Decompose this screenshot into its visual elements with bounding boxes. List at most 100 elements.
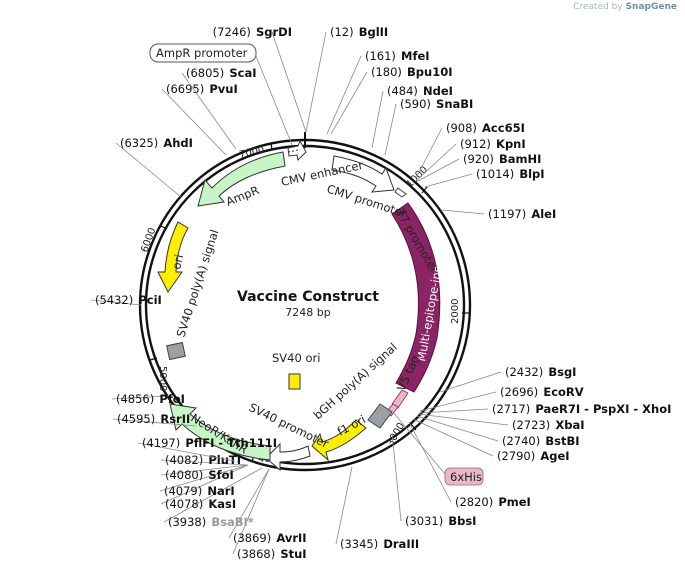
site-label-pcii: (5432) PciI <box>95 289 162 308</box>
site-label-paer7i-pspxi-xhoi: (2717) PaeR7I - PspXI - XhoI <box>492 398 671 417</box>
site-position-pcii: (5432) <box>95 293 133 307</box>
site-label-avrii: (3869) AvrII <box>233 527 307 546</box>
site-name-paer7i-pspxi-xhoi: PaeR7I - PspXI - XhoI <box>535 402 671 416</box>
site-name-bstbi: BstBI <box>545 434 579 448</box>
site-position-bsabi: (3938) <box>168 515 206 529</box>
bgh-polya-box <box>367 403 393 429</box>
site-label-bsgi: (2432) BsgI <box>505 361 576 380</box>
site-name-sfoi: SfoI <box>208 468 233 482</box>
site-name-sgrdi: SgrDI <box>256 25 292 39</box>
site-label-agei: (2790) AgeI <box>497 445 570 464</box>
site-position-avrii: (3869) <box>233 531 271 545</box>
site-position-ahdi: (6325) <box>120 136 158 150</box>
site-leader-bsabi <box>163 467 263 523</box>
ampr-arrow <box>197 151 286 207</box>
site-leader-draiii <box>335 466 353 545</box>
site-label-draiii: (3345) DraIII <box>340 533 419 552</box>
site-label-bstbi: (2740) BstBI <box>502 430 580 449</box>
site-position-bpu10i: (180) <box>371 65 402 79</box>
site-label-stui: (3868) StuI <box>237 543 307 562</box>
site-position-agei: (2790) <box>497 449 535 463</box>
site-label-acc65i: (908) Acc65I <box>446 117 525 136</box>
site-leader-paer7i-pspxi-xhoi <box>418 408 489 414</box>
site-label-pvui: (6695) PvuI <box>166 78 238 97</box>
site-leader-ecorv <box>419 391 497 412</box>
site-label-nari: (4079) NarI <box>164 480 235 499</box>
site-label-pluti: (4082) PluTI <box>165 449 241 468</box>
plasmid-name: Vaccine Construct <box>237 289 379 305</box>
site-label-bsabi: (3938) BsaBI* <box>168 511 254 530</box>
site-name-scai: ScaI <box>229 66 256 80</box>
site-name-blpi: BlpI <box>519 167 544 181</box>
site-leader-blpi <box>424 173 473 188</box>
site-position-bstbi: (2740) <box>502 434 540 448</box>
site-leader-pfoi <box>111 395 169 400</box>
site-label-rsrii: (4595) RsrII <box>117 408 190 427</box>
site-name-ahdi: AhdI <box>163 136 193 150</box>
site-name-acc65i: Acc65I <box>482 121 525 135</box>
site-label-sgrdi: (7246) SgrDI <box>213 21 292 40</box>
site-leader-bglii <box>305 31 327 133</box>
site-name-bglii: BglII <box>359 25 389 39</box>
sv40-polya-box <box>166 341 186 361</box>
site-position-pvui: (6695) <box>166 82 204 96</box>
site-position-bbsi: (3031) <box>405 514 443 528</box>
site-leader-sfoi <box>160 464 249 476</box>
f1-ori-arrow <box>311 419 367 462</box>
site-leader-bsgi <box>439 371 502 393</box>
6xhis-label-box <box>444 467 484 486</box>
site-label-ndei: (484) NdeI <box>387 80 453 99</box>
tick-5000 <box>149 357 158 361</box>
tick-3000 <box>410 423 417 431</box>
credit-brand: SnapGene <box>625 2 677 12</box>
site-label-kasi: (4078) KasI <box>165 493 236 512</box>
site-name-kasi: KasI <box>208 497 236 511</box>
multi-epitope-insert-arrow <box>391 202 441 393</box>
ori-arrow <box>157 221 189 293</box>
site-position-paer7i-pspxi-xhoi: (2717) <box>492 402 530 416</box>
neor-kanr-arrow <box>169 403 271 461</box>
site-label-scai: (6805) ScaI <box>186 62 256 81</box>
site-leader-pflfi-tth111i <box>137 442 236 462</box>
site-position-kpni: (912) <box>460 137 491 151</box>
tick-7000 <box>270 142 273 151</box>
site-name-pflfi-tth111i: PflFI - Tth111I <box>185 436 277 450</box>
v5-tag-marker <box>391 389 409 409</box>
site-name-bamhi: BamHI <box>499 152 541 166</box>
site-leader-sgrdi <box>271 31 307 133</box>
cmv-enhancer-label: CMV enhancer <box>280 158 365 189</box>
sv40-ori-label: SV40 ori <box>272 351 320 365</box>
site-name-alei: AleI <box>531 207 556 221</box>
site-leader-pvui <box>161 88 227 156</box>
site-position-stui: (3868) <box>237 547 275 561</box>
site-label-blpi: (1014) BlpI <box>476 163 545 182</box>
site-leader-snabi <box>384 103 397 156</box>
site-name-draiii: DraIII <box>383 537 419 551</box>
site-leader-rsrii <box>112 418 197 427</box>
ori-label: ori <box>169 253 186 271</box>
sv40-ori-box <box>288 373 301 390</box>
site-name-nari: NarI <box>207 484 234 498</box>
snapgene-credit: Created by SnapGene <box>573 2 677 12</box>
sv40-promoter-arrow <box>265 442 311 472</box>
site-leader-bpu10i <box>330 71 368 135</box>
site-label-ahdi: (6325) AhdI <box>120 132 193 151</box>
site-name-pluti: PluTI <box>208 453 241 467</box>
site-position-kasi: (4078) <box>165 497 203 511</box>
tick-label-5000: 5000 <box>157 366 168 391</box>
site-leader-mfei <box>326 55 362 135</box>
site-position-blpi: (1014) <box>476 167 514 181</box>
t7-promoter-marker <box>394 187 407 198</box>
site-leader-kpni <box>416 143 457 181</box>
site-name-ndei: NdeI <box>423 84 453 98</box>
site-leader-pmei <box>408 421 452 503</box>
site-position-scai: (6805) <box>186 66 224 80</box>
site-label-bglii: (12) BglII <box>330 21 388 40</box>
site-name-pvui: PvuI <box>209 82 237 96</box>
site-leader-xbai <box>417 413 509 426</box>
site-position-draiii: (3345) <box>340 537 378 551</box>
site-name-mfei: MfeI <box>401 49 430 63</box>
site-label-snabi: (590) SnaBI <box>400 93 473 112</box>
site-name-stui: StuI <box>280 547 306 561</box>
